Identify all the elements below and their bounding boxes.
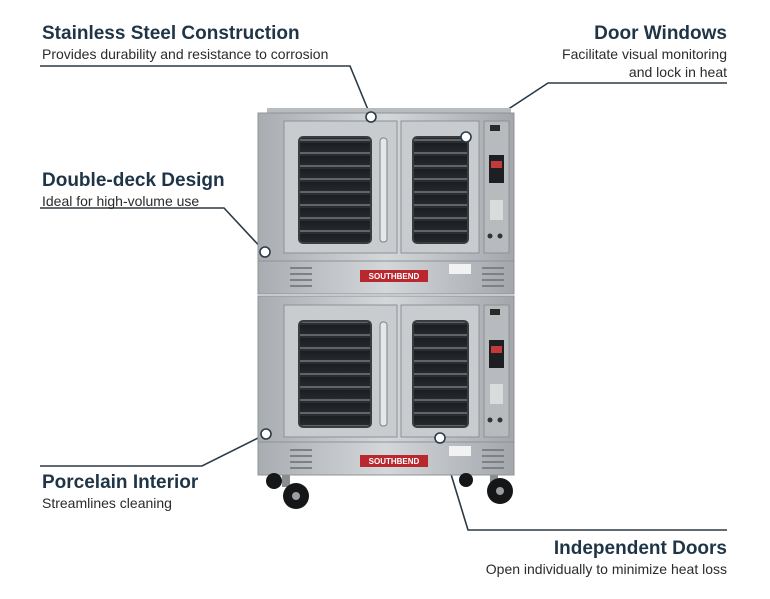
bottom-brand-label: SOUTHBEND [369,457,420,466]
bottom-brand-plate [360,455,428,467]
callout-independent-doors: Independent Doors Open individually to m… [486,538,727,578]
callout-porcelain-desc: Streamlines cleaning [42,495,172,511]
bottom-left-window [298,320,372,428]
top-brand-label: SOUTHBEND [369,272,420,281]
callout-double-deck: Double-deck Design Ideal for high-volume… [42,170,225,210]
dot-independent-doors [434,432,446,444]
dot-double-deck [259,246,271,258]
top-deck: SOUTHBEND [257,108,515,295]
top-brand-plate [360,270,428,282]
dot-stainless [365,111,377,123]
bottom-deck: SOUTHBEND [257,295,515,476]
leader-porcelain [40,433,267,467]
callout-double-deck-desc: Ideal for high-volume use [42,193,200,209]
callout-double-deck-title: Double-deck Design [42,170,225,191]
top-left-handle [379,137,388,243]
callout-door-windows-desc-1: Facilitate visual monitoring [562,46,727,62]
top-right-window [412,136,469,244]
callout-porcelain: Porcelain Interior Streamlines cleaning [42,472,198,512]
callout-porcelain-title: Porcelain Interior [42,472,199,493]
callout-stainless-title: Stainless Steel Construction [42,23,300,44]
dot-porcelain [260,428,272,440]
callout-door-windows-desc-2: and lock in heat [628,64,727,80]
leader-stainless [40,65,372,118]
bottom-left-handle [379,321,388,427]
callout-dots [259,111,472,444]
leader-double-deck [40,207,266,253]
callout-independent-doors-title: Independent Doors [553,538,727,559]
dot-door-windows [460,131,472,143]
callout-door-windows: Door Windows Facilitate visual monitorin… [562,23,727,81]
callout-independent-doors-desc: Open individually to minimize heat loss [485,561,727,577]
bottom-control-panel [483,304,510,438]
top-left-window [298,136,372,244]
top-control-panel [483,120,510,254]
callout-stainless: Stainless Steel Construction Provides du… [42,23,328,63]
bottom-right-window [412,320,469,428]
callout-door-windows-title: Door Windows [594,23,727,44]
callout-stainless-desc: Provides durability and resistance to co… [42,46,329,62]
casters [266,473,513,509]
